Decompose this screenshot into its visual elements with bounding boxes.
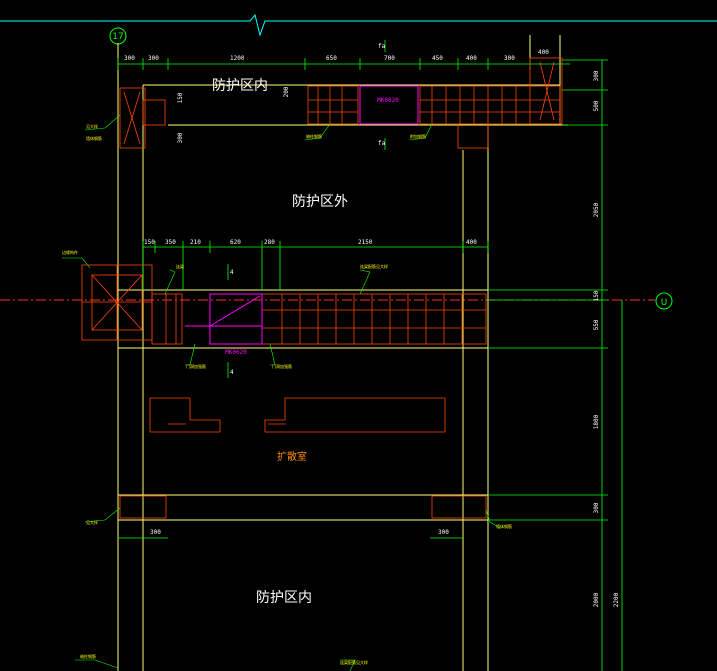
note-wall-side-bottom: 见大样 [86, 519, 98, 525]
dim-text-right: 1800 [593, 414, 600, 429]
fa-mark-bottom: fa [378, 140, 386, 147]
axis-label-17: 17 [112, 32, 123, 42]
dim-text-top: 300 [148, 55, 159, 62]
zone-label-outside: 防护区外 [292, 194, 348, 210]
dim-text-right: 500 [593, 100, 600, 111]
rebar-notes: 见大样 墙体钢筋 暗柱钢筋 附加钢筋 边缘构件 连梁 连梁配筋见大样 门洞加强筋… [62, 123, 512, 665]
dim-text-right: 300 [593, 70, 600, 81]
door-openings [185, 85, 419, 345]
note-steel-a-bottom: 墙体钢筋 [496, 523, 512, 529]
dim-text-mid: 350 [165, 239, 176, 246]
note-beam-top: 连梁 [176, 263, 184, 269]
dim-text-top: 450 [432, 55, 443, 62]
door-label-upper: MK0820 [377, 97, 399, 104]
door-label-lower: MK0620 [225, 349, 247, 356]
note-beam-main: 连梁配筋见大样 [360, 263, 388, 269]
note-lintel-right: 门洞加强筋 [272, 363, 292, 369]
dim-text-mid: 400 [466, 239, 477, 246]
note-steel-c: 附加钢筋 [410, 133, 426, 139]
note-lintel-left: 门洞加强筋 [186, 363, 206, 369]
dim-text-side: 300 [177, 132, 184, 143]
dim-text-bottom: 300 [438, 529, 449, 536]
dimension-chain-right [488, 59, 623, 671]
section-mark-bottom: 4 [230, 369, 234, 376]
axis-bubble-u: U [655, 292, 673, 310]
dim-text-mid: 2150 [358, 239, 373, 246]
dim-text-side: 200 [283, 86, 290, 97]
dim-text-mid: 620 [230, 239, 241, 246]
zone-label-inside-bottom: 防护区内 [256, 590, 312, 606]
dim-text-right: 2200 [613, 592, 620, 607]
room-label: 扩散室 [277, 450, 307, 463]
dim-text-right: 150 [593, 290, 600, 301]
wall-outlines [117, 35, 568, 671]
dim-text-right: 2050 [593, 202, 600, 217]
dim-text-top: 300 [504, 55, 515, 62]
dim-text-bottom: 300 [150, 529, 161, 536]
section-mark-top: 4 [230, 269, 234, 276]
dim-text-middle-group: 150 350 210 620 280 2150 400 [144, 239, 477, 246]
note-steel-b-bottom: 暗柱钢筋 [80, 653, 96, 659]
fa-mark-top: fa [378, 43, 386, 50]
dim-text-right: 550 [593, 319, 600, 330]
dim-text-top-group: 300 300 1200 650 700 450 400 300 400 [124, 49, 549, 62]
note-post: 边缘构件 [62, 249, 78, 255]
zone-label-inside-top: 防护区内 [212, 78, 268, 94]
dim-text-top: 1200 [230, 55, 245, 62]
dimension-chain-top [117, 40, 570, 150]
dim-text-top: 700 [384, 55, 395, 62]
note-wall-side: 见大样 [86, 123, 98, 129]
dim-text-top: 400 [466, 55, 477, 62]
dim-text-mid: 280 [264, 239, 275, 246]
dim-text-top: 300 [124, 55, 135, 62]
note-steel-a: 墙体钢筋 [86, 135, 102, 141]
dim-text-right-group: 300 500 2050 150 550 1800 300 2000 2200 [593, 70, 620, 607]
note-steel-b: 暗柱钢筋 [306, 133, 322, 139]
dim-text-top: 400 [538, 49, 549, 56]
axis-label-u: U [661, 298, 668, 308]
axis-bubble-17: 17 [109, 27, 127, 45]
rebar-blocks [81, 57, 563, 519]
note-beam-main-bottom: 连梁配筋见大样 [340, 659, 368, 665]
top-break-line [0, 13, 717, 37]
dim-text-right: 2000 [593, 592, 600, 607]
dim-text-top: 650 [326, 55, 337, 62]
dim-text-right: 300 [593, 502, 600, 513]
dim-text-mid: 150 [144, 239, 155, 246]
leader-lines [62, 114, 501, 671]
dim-text-side: 150 [177, 92, 184, 103]
dim-text-side-group: 150 300 200 [177, 86, 290, 143]
dimension-chain-middle [142, 241, 489, 378]
dim-text-mid: 210 [190, 239, 201, 246]
